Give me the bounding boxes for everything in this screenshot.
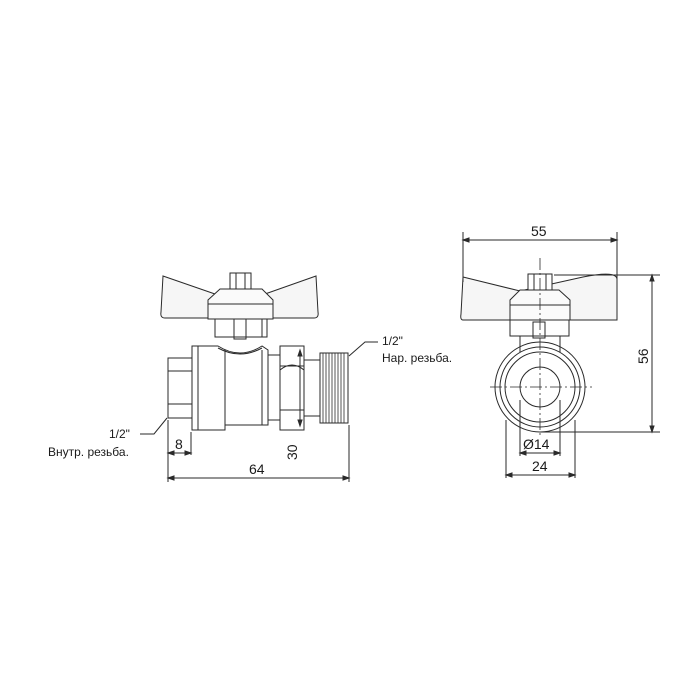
handle-nut: [229, 272, 252, 290]
outer-thread-label: Нар. резьба.: [382, 351, 453, 365]
dim-handle-width: 55: [531, 223, 547, 239]
dim-thread-depth: 8: [175, 436, 183, 452]
male-thread: [319, 352, 349, 424]
leader-inner-thread: [140, 417, 168, 435]
dim-bore-diameter: Ø14: [523, 436, 550, 452]
side-view: [140, 272, 378, 482]
inner-thread-label: Внутр. резьба.: [48, 445, 129, 459]
dim-total-length: 64: [249, 461, 265, 477]
front-view: [460, 232, 660, 478]
handle-wing-left: [160, 275, 216, 319]
female-hex: [167, 357, 193, 419]
dim-body-width: 24: [532, 458, 548, 474]
leader-outer-thread: [348, 341, 378, 357]
inner-thread-size: 1/2": [109, 427, 130, 441]
valve-body: [197, 345, 269, 431]
outer-thread-size: 1/2": [382, 334, 403, 348]
dim-total-height: 56: [635, 348, 651, 364]
dim-hex-height: 30: [284, 444, 300, 460]
handle-wing-right: [264, 275, 319, 319]
